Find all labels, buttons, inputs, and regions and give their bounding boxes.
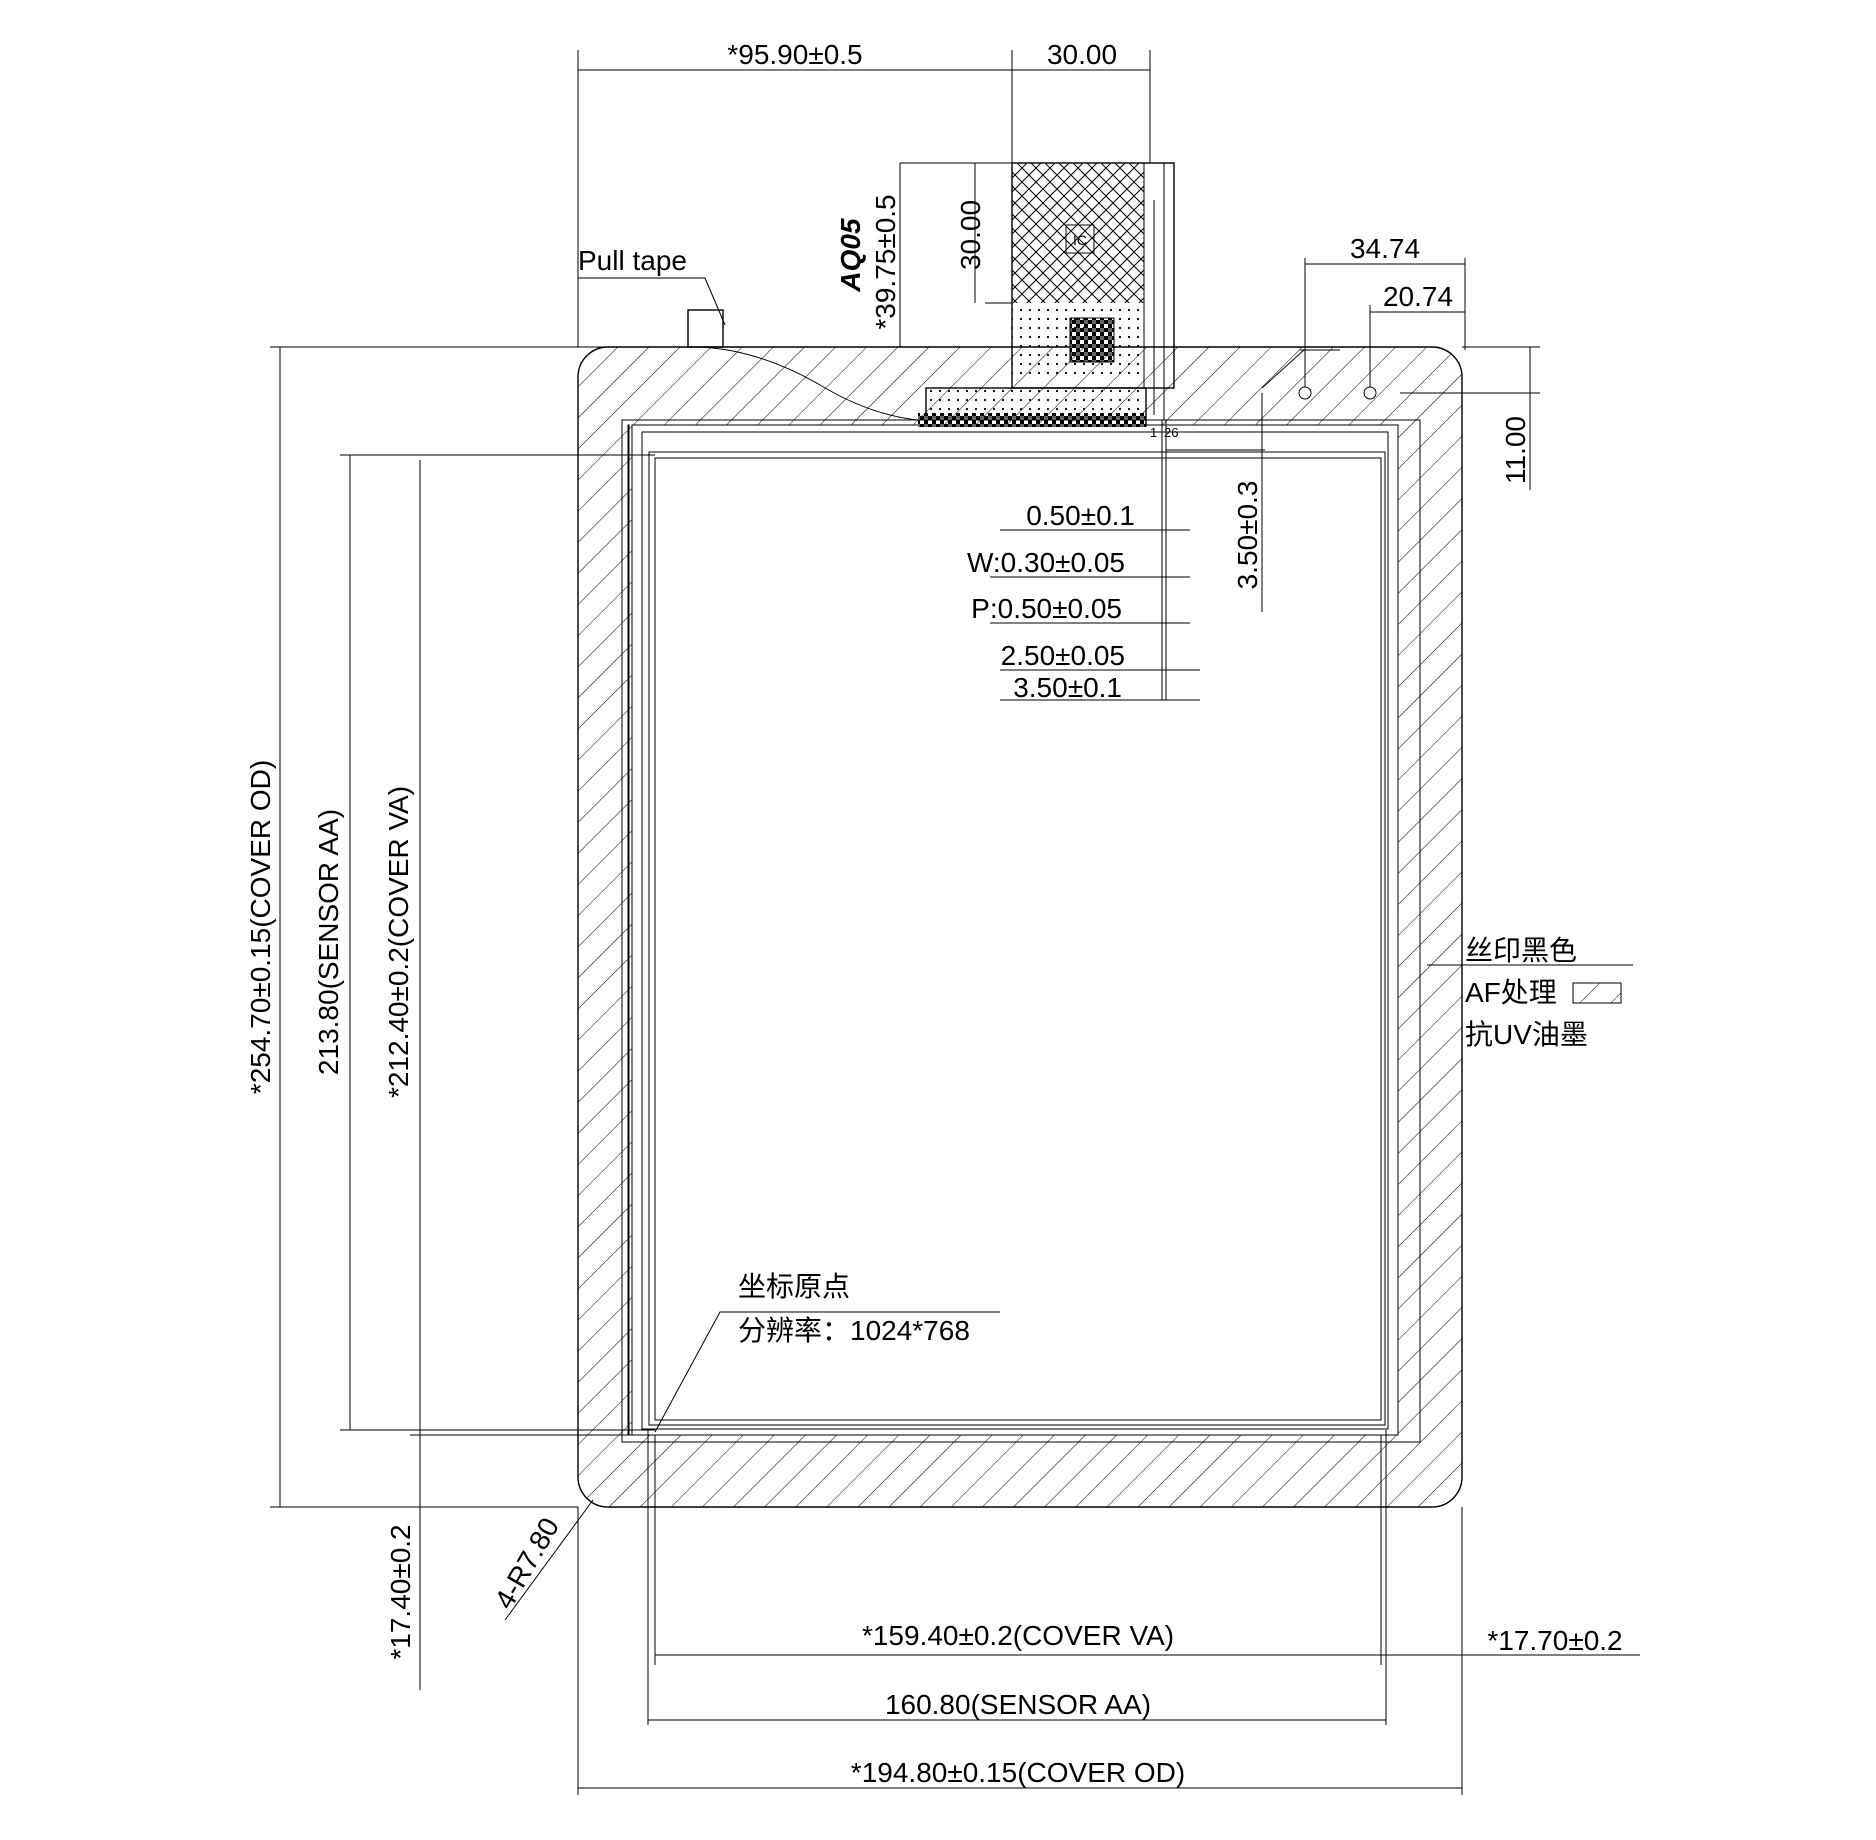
dim-hole-offset-1: 34.74 (1350, 233, 1420, 264)
dim-sensor-aa-width: 160.80(SENSOR AA) (885, 1689, 1151, 1720)
dim-cover-va-height: *212.40±0.2(COVER VA) (383, 786, 414, 1098)
dim-trace-width: W:0.30±0.05 (967, 547, 1125, 578)
dim-cover-od-height: *254.70±0.15(COVER OD) (245, 760, 276, 1094)
dim-fpc-length: 30.00 (955, 200, 986, 270)
dim-pitch-offset: 0.50±0.1 (1026, 500, 1135, 531)
silk-note-line2: AF处理 (1465, 977, 1557, 1008)
dim-cover-va-width: *159.40±0.2(COVER VA) (862, 1620, 1174, 1651)
pull-tape: Pull tape (578, 245, 726, 348)
dim-sensor-aa-height: 213.80(SENSOR AA) (313, 809, 344, 1075)
dim-fpc-total-length: *39.75±0.5 (870, 194, 901, 329)
dim-hole-offset-2: 20.74 (1383, 281, 1453, 312)
pin-one-label: 1 (1150, 425, 1157, 440)
dim-tail-length: 3.50±0.3 (1232, 481, 1263, 590)
dim-corner-radius: 4-R7.80 (488, 1512, 565, 1614)
cover-glass (577, 346, 1463, 1508)
dim-cover-od-width: *194.80±0.15(COVER OD) (851, 1757, 1185, 1788)
dim-hole-top-offset: 11.00 (1500, 416, 1531, 484)
dim-right-margin: *17.70±0.2 (1487, 1625, 1622, 1656)
dim-fpc-width: 30.00 (1047, 39, 1117, 70)
silk-note-line1: 丝印黑色 (1465, 935, 1577, 966)
ic-label: IC (1073, 232, 1087, 248)
fpc-cable: IC 1 26 (699, 162, 1340, 700)
dim-bottom-margin: *17.40±0.2 (385, 1524, 416, 1659)
dim-top-width-to-fpc: *95.90±0.5 (727, 39, 862, 70)
pin-last-label: 26 (1164, 425, 1178, 440)
origin-note-line1: 坐标原点 (738, 1271, 850, 1302)
dim-pad-length-2: 3.50±0.1 (1013, 672, 1122, 703)
fpc-code-label: AQ05 (835, 218, 866, 293)
dim-trace-pitch: P:0.50±0.05 (971, 593, 1122, 624)
dimension-lines (270, 50, 1640, 1795)
silk-note-line3: 抗UV油墨 (1465, 1019, 1588, 1050)
origin-note-line2: 分辨率：1024*768 (738, 1315, 970, 1346)
silk-hatch-legend (1572, 982, 1622, 1004)
pull-tape-label: Pull tape (578, 245, 687, 276)
dim-pad-length-1: 2.50±0.05 (1001, 640, 1125, 671)
